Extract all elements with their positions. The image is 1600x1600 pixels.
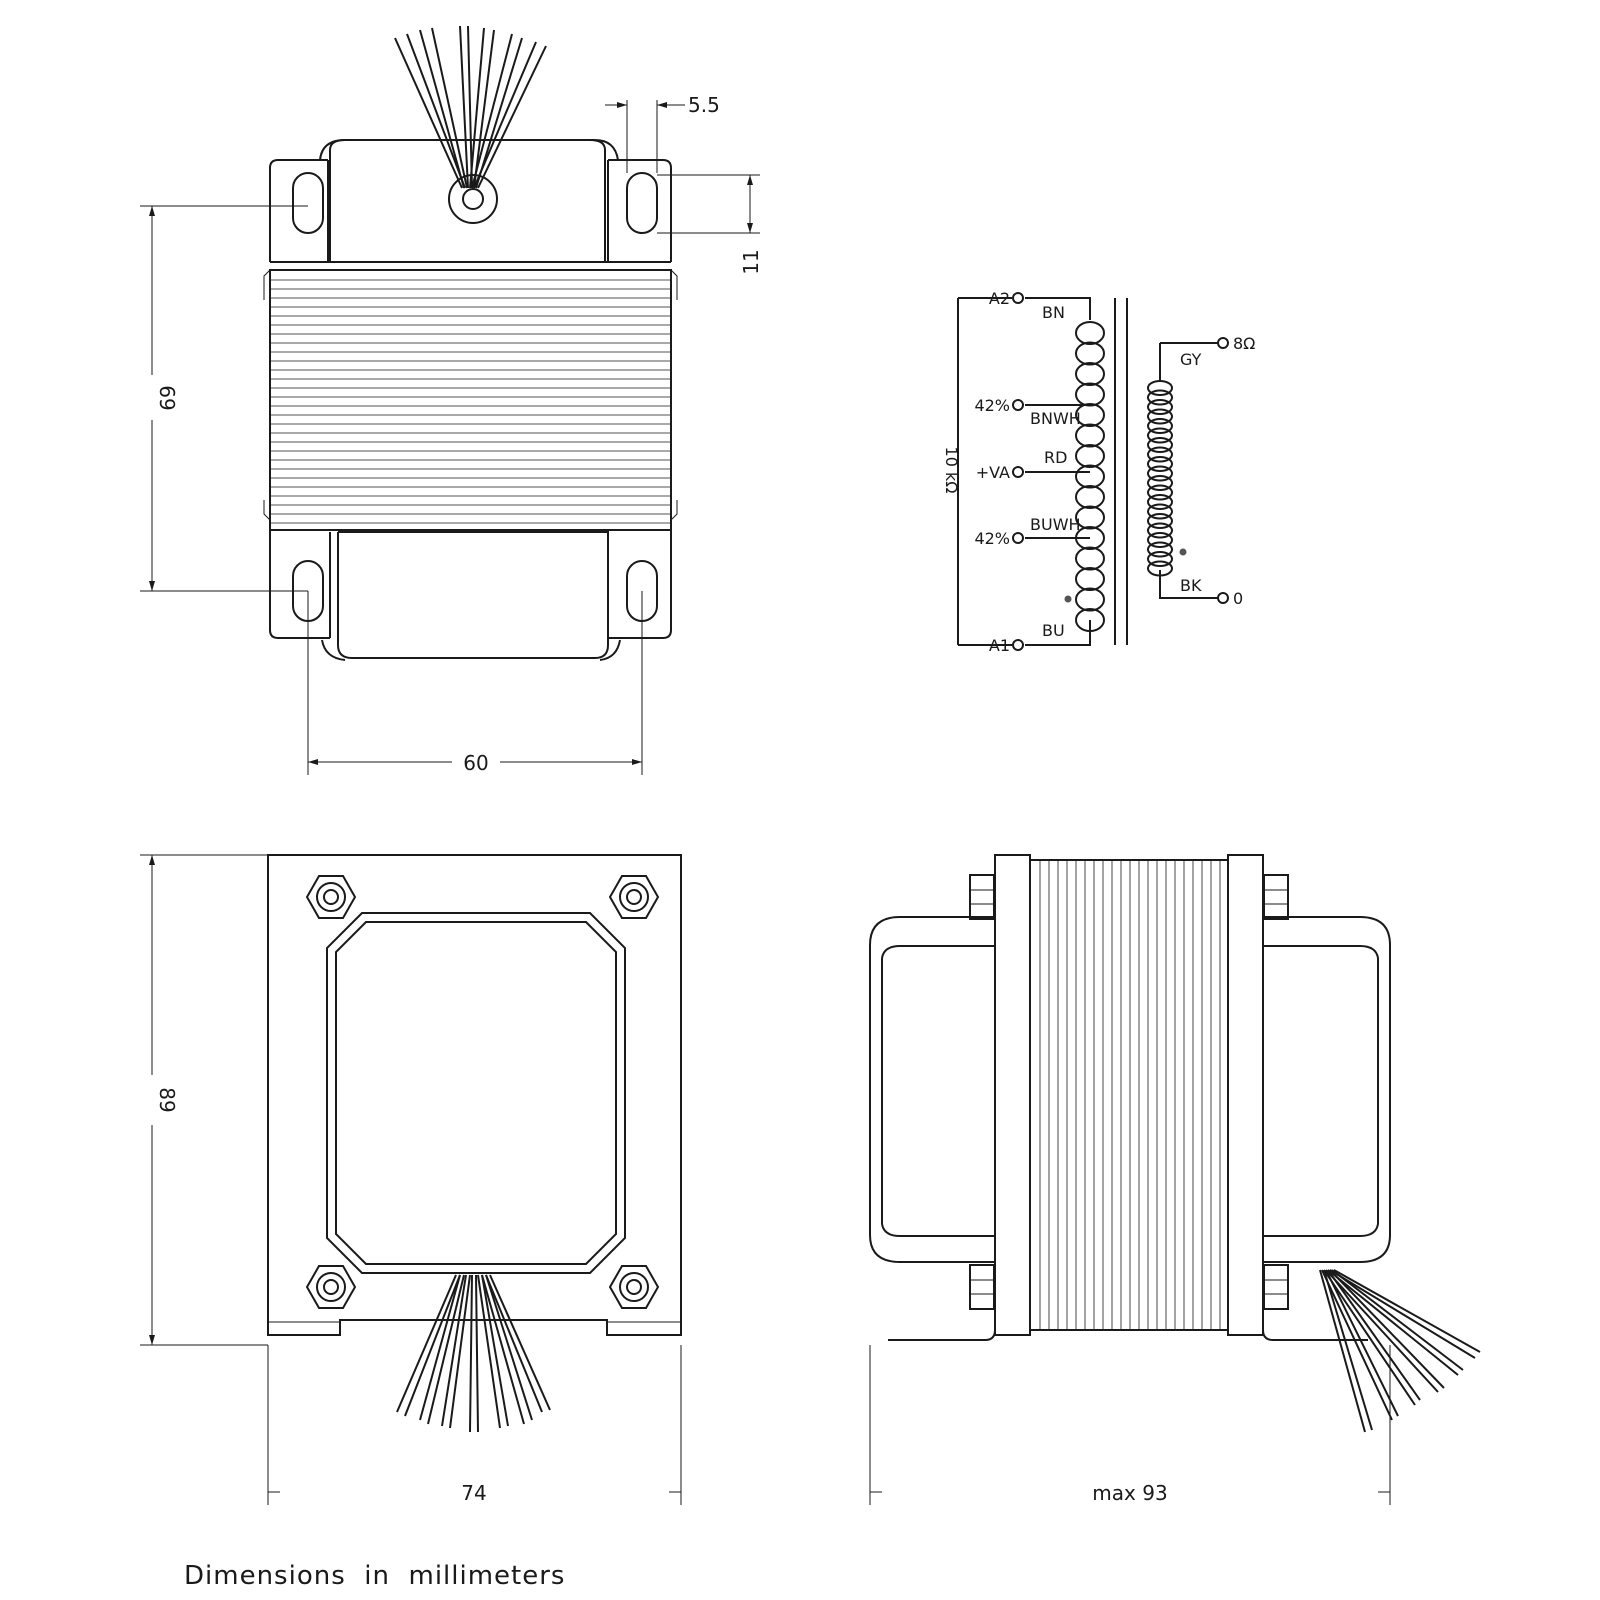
side-lead-wires xyxy=(1319,1269,1481,1433)
secondary-winding xyxy=(1147,380,1173,577)
side-view: max 93 xyxy=(869,854,1481,1505)
wire-rd: RD xyxy=(1044,448,1067,467)
footer-note: Dimensions in millimeters xyxy=(184,1561,565,1591)
terminal-plus-va xyxy=(1012,466,1024,478)
dim-mount-horizontal-label: 60 xyxy=(463,751,488,775)
wire-buwh: BUWH xyxy=(1030,515,1081,534)
label-tap-upper: 42% xyxy=(974,396,1010,415)
mount-slot-upper-left xyxy=(292,172,324,234)
terminal-tap-upper xyxy=(1012,399,1024,411)
side-coil-right xyxy=(1263,916,1391,1263)
label-8-ohm: 8Ω xyxy=(1233,334,1255,353)
label-plus-va: +VA xyxy=(976,463,1010,482)
top-bracket-right-lower xyxy=(607,530,672,639)
top-bracket-left-lower xyxy=(269,530,331,639)
terminal-8-ohm xyxy=(1217,337,1229,349)
label-a2: A2 xyxy=(989,289,1010,308)
dim-slot-width: 5.5 xyxy=(605,93,720,173)
dim-height-label: 89 xyxy=(155,1087,179,1112)
dim-mount-vertical-label: 69 xyxy=(155,385,179,410)
label-tap-lower: 42% xyxy=(974,529,1010,548)
side-bracket-left xyxy=(994,854,1031,1336)
side-nut-bottom-left xyxy=(969,1264,995,1310)
dim-depth-label: max 93 xyxy=(1092,1481,1167,1505)
side-nut-bottom-right xyxy=(1263,1264,1289,1310)
wire-bnwh: BNWH xyxy=(1030,409,1081,428)
side-nut-top-left xyxy=(969,874,995,920)
wire-gy: GY xyxy=(1180,350,1202,369)
dim-height: 89 xyxy=(140,854,268,1346)
terminal-tap-lower xyxy=(1012,532,1024,544)
front-lead-wires xyxy=(396,1274,551,1433)
wiring-schematic: A2 42% +VA 42% A1 8Ω 0 BN BNWH RD BUWH B… xyxy=(942,289,1255,655)
side-coil-left xyxy=(869,916,995,1263)
top-bracket-right-upper xyxy=(607,159,672,262)
terminal-a1 xyxy=(1012,639,1024,651)
phase-dot-primary xyxy=(1064,595,1072,603)
dim-slot-length: 11 xyxy=(657,174,763,275)
nut-bottom-right xyxy=(608,1265,660,1309)
nut-bottom-left xyxy=(305,1265,357,1309)
dim-slot-width-label: 5.5 xyxy=(688,93,720,117)
top-grommet xyxy=(448,174,498,224)
phase-dot-secondary xyxy=(1179,548,1187,556)
front-view: 89 74 xyxy=(140,854,682,1505)
terminal-a2 xyxy=(1012,292,1024,304)
core-bars xyxy=(1114,298,1128,645)
dim-mount-vertical: 69 xyxy=(140,205,308,592)
dim-slot-length-label: 11 xyxy=(739,249,763,274)
top-lead-wires xyxy=(394,25,547,189)
top-bracket-left-upper xyxy=(269,159,329,262)
top-coil-upper xyxy=(319,139,619,161)
front-frame xyxy=(267,854,682,1336)
label-0: 0 xyxy=(1233,589,1243,608)
nut-top-right xyxy=(608,875,660,919)
side-bracket-right xyxy=(1227,854,1264,1336)
front-window xyxy=(326,912,626,1274)
side-base-feet xyxy=(888,1329,1368,1341)
dim-width: 74 xyxy=(267,1345,682,1505)
label-a1: A1 xyxy=(989,636,1010,655)
terminal-0 xyxy=(1217,592,1229,604)
dim-mount-horizontal: 60 xyxy=(307,591,643,775)
primary-winding xyxy=(1075,321,1105,632)
top-coil-lower xyxy=(337,531,609,659)
side-lamination-stack xyxy=(1029,859,1229,1331)
wire-bu: BU xyxy=(1042,621,1065,640)
impedance-label: 10 kΩ xyxy=(942,447,961,494)
nut-top-left xyxy=(305,875,357,919)
dim-width-label: 74 xyxy=(461,1481,486,1505)
mount-slot-upper-right xyxy=(626,172,658,234)
wire-bn: BN xyxy=(1042,303,1065,322)
top-lamination-stack xyxy=(263,261,678,531)
side-nut-top-right xyxy=(1263,874,1289,920)
dim-depth: max 93 xyxy=(869,1345,1391,1505)
wire-bk: BK xyxy=(1180,576,1202,595)
top-view: 5.5 11 69 60 xyxy=(140,25,763,775)
